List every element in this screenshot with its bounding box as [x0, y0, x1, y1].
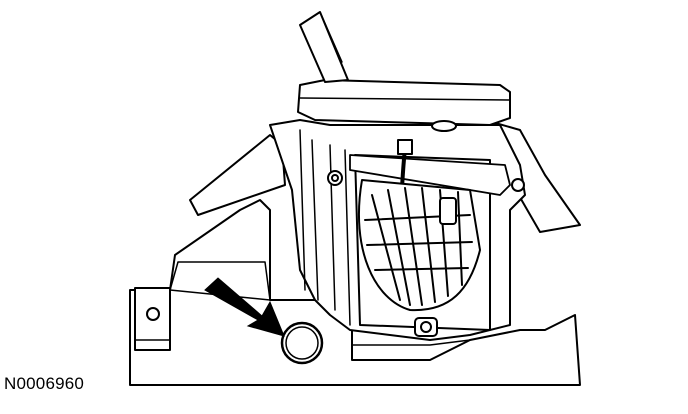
access-plug [280, 321, 324, 365]
cover-edge [299, 97, 511, 101]
cover-tab [431, 120, 457, 132]
base-step [351, 339, 471, 346]
figure-id-label: N0006960 [4, 374, 85, 393]
mount-bolt-right [511, 178, 525, 192]
pointer-arrow-icon [204, 277, 285, 337]
left-bracket [134, 287, 171, 351]
detent-cage [357, 179, 481, 312]
bottom-knob [414, 317, 438, 337]
top-cover [297, 79, 511, 126]
cable-clip [397, 139, 413, 155]
mount-bolt-left-center [331, 174, 339, 182]
gear-lever-shaft [299, 11, 349, 83]
left-flap [189, 134, 286, 216]
inner-bracket [349, 154, 511, 196]
